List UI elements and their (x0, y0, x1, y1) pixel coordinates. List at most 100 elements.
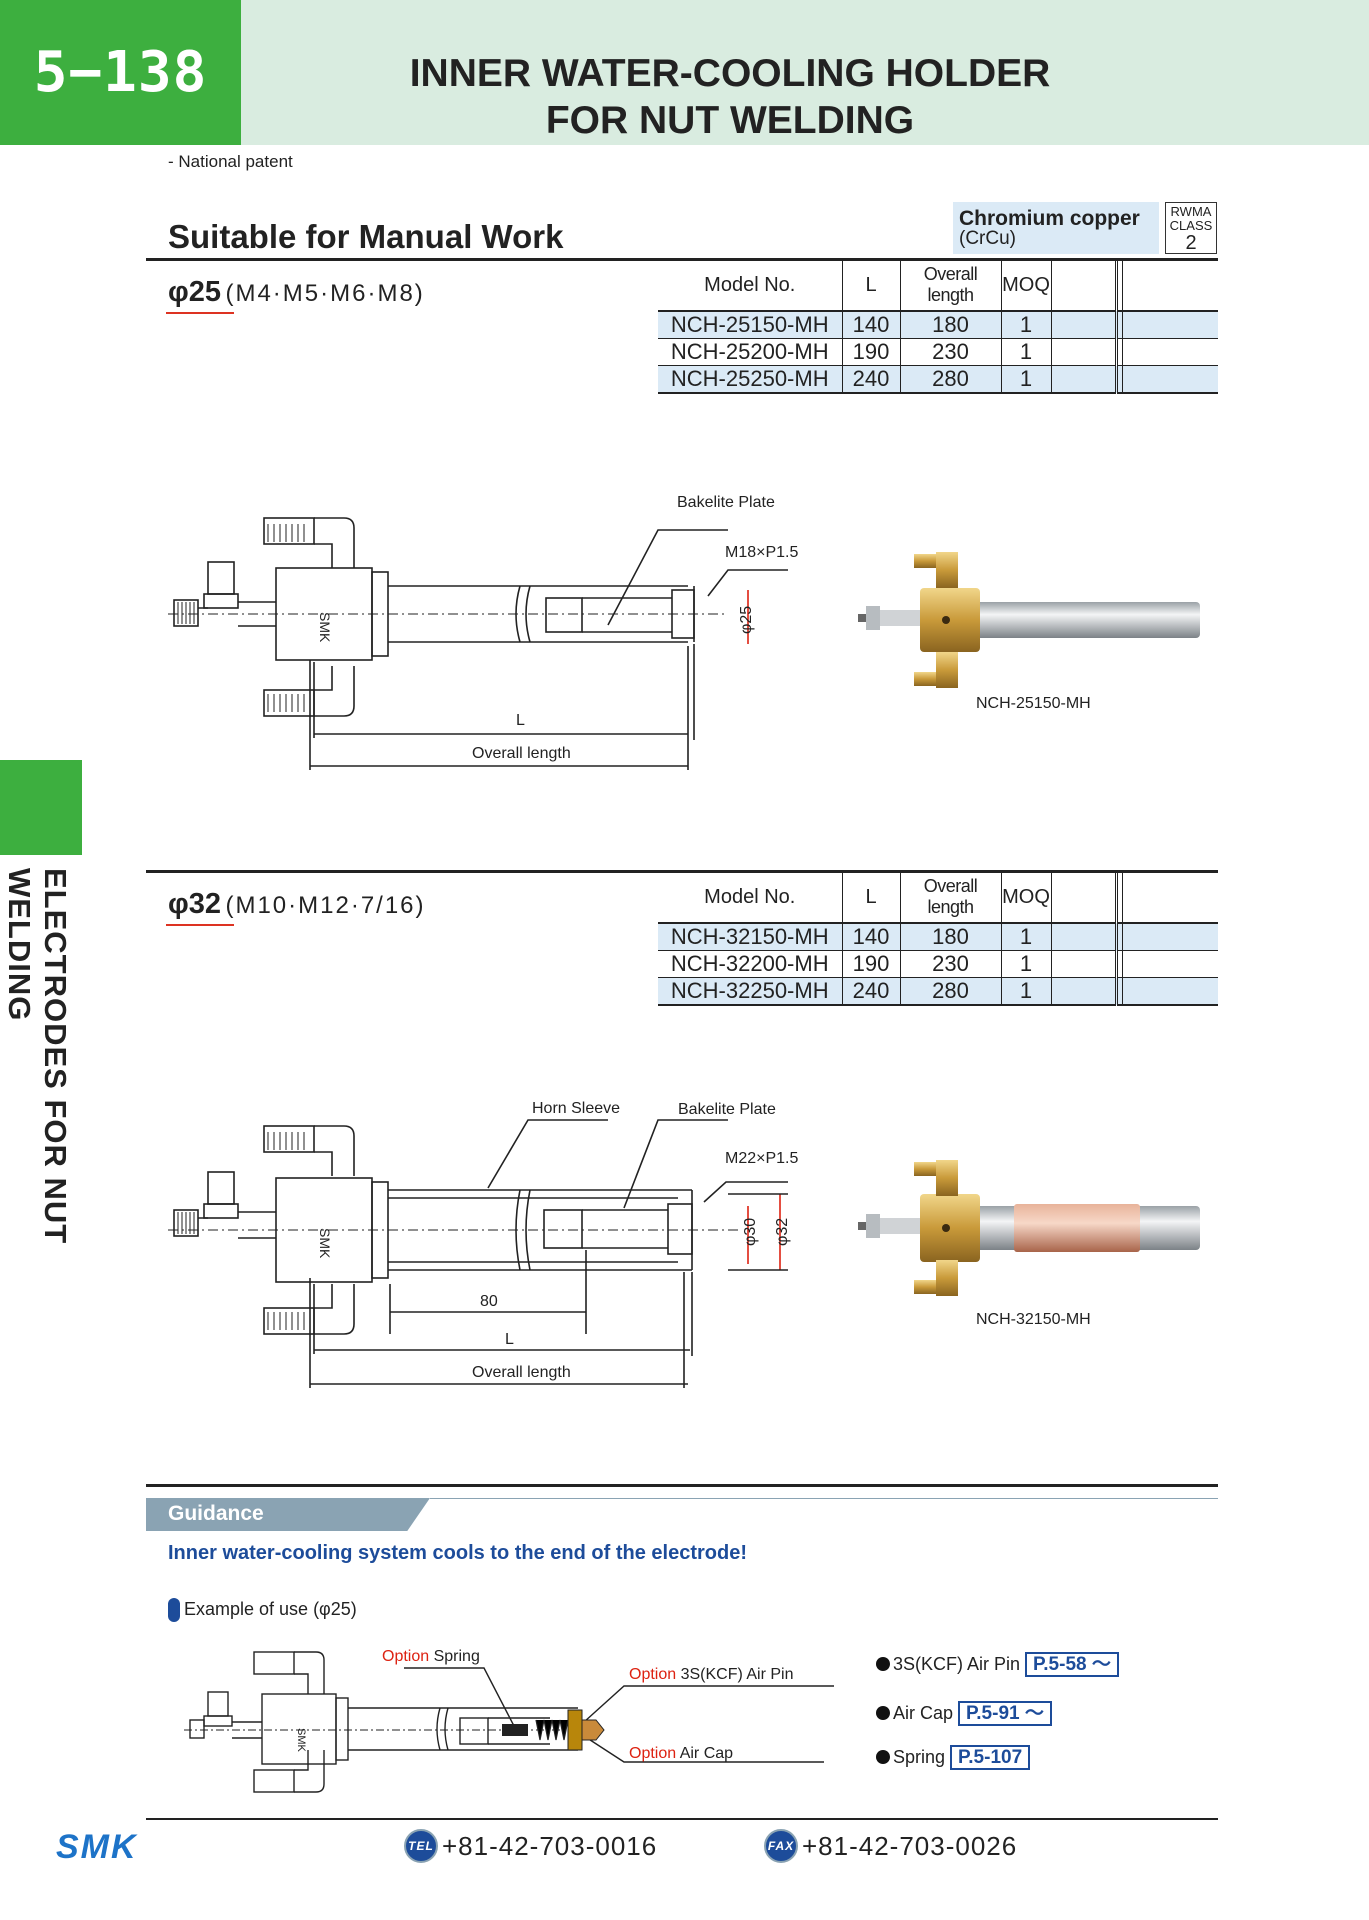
label-l-32: L (505, 1331, 514, 1348)
option-word: Option (382, 1648, 430, 1665)
moq-cell: 1 (1000, 977, 1051, 1006)
col-blank-1 (1050, 872, 1116, 924)
section-divider-3 (146, 1484, 1218, 1487)
section-divider-2 (146, 870, 1218, 873)
label-l-25: L (516, 712, 525, 729)
fax-number[interactable]: +81-42-703-0026 (802, 1830, 1018, 1861)
col-model: Model No. (658, 872, 842, 924)
guidance-headline: Inner water-cooling system cools to the … (168, 1542, 747, 1564)
guidance-label: Guidance (146, 1498, 430, 1531)
diameter-heading-25: φ25 (M4·M5·M6·M8) (168, 276, 425, 309)
blank-cell (1050, 950, 1116, 978)
reference-airpin: 3S(KCF) Air Pin P.5-58 ～ (876, 1649, 1119, 1677)
blank-cell (1114, 311, 1122, 339)
diameter-underline-32 (166, 924, 234, 926)
col-blank-2 (1114, 872, 1122, 924)
svg-text:SMK: SMK (317, 1228, 333, 1259)
reference-spring: Spring P.5-107 (876, 1745, 1031, 1770)
overall-cell: 280 (899, 977, 1001, 1006)
blank-cell (1050, 977, 1116, 1006)
blank-cell (1050, 311, 1116, 339)
col-moq: MOQ (1000, 260, 1051, 312)
page-reference-link[interactable]: P.5-91 ～ (958, 1701, 1052, 1726)
option-word: Option (629, 1745, 677, 1762)
hose-barb-top (263, 517, 315, 545)
label-diameter-30: φ30 (742, 1217, 759, 1246)
blank-cell (1121, 977, 1218, 1006)
spec-table-32: Model No. L Overall length MOQ NCH-32150… (658, 872, 1218, 1006)
svg-text:SMK: SMK (56, 1832, 138, 1860)
blank-cell (1114, 338, 1122, 366)
diameter-heading-32: φ32 (M10·M12·7/16) (168, 888, 426, 921)
photo-caption-25: NCH-25150-MH (976, 695, 1091, 712)
overall-cell: 230 (899, 338, 1001, 366)
col-l: L (841, 260, 900, 312)
svg-text:SMK: SMK (317, 612, 333, 643)
label-thread-32: M22×P1.5 (725, 1150, 799, 1167)
material-name: Chromium copper (959, 207, 1140, 230)
label-horn-sleeve: Horn Sleeve (532, 1100, 621, 1117)
overall-cell: 180 (899, 923, 1001, 951)
col-blank-1 (1050, 260, 1116, 312)
col-blank-3 (1121, 872, 1218, 924)
page-reference-link[interactable]: P.5-107 (950, 1745, 1031, 1770)
moq-cell: 1 (1000, 950, 1051, 978)
table-row: NCH-32250-MH 240 280 1 (658, 977, 1218, 1006)
col-l: L (841, 872, 900, 924)
reference-aircap: Air Cap P.5-91 ～ (876, 1698, 1052, 1726)
model-cell: NCH-32150-MH (658, 923, 842, 951)
rwma-label: RWMA (1170, 204, 1212, 219)
example-label: Example of use (φ25) (184, 1598, 357, 1619)
option-word: Option (629, 1666, 677, 1683)
label-diameter-32: φ32 (774, 1217, 791, 1246)
col-model: Model No. (658, 260, 842, 312)
label-thread-25: M18×P1.5 (725, 544, 799, 561)
moq-cell: 1 (1000, 365, 1051, 394)
fax-contact: FAX +81-42-703-0026 (764, 1829, 1017, 1863)
overall-cell: 230 (899, 950, 1001, 978)
blank-cell (1121, 950, 1218, 978)
blank-cell (1050, 923, 1116, 951)
page-title: INNER WATER-COOLING HOLDER FOR NUT WELDI… (360, 50, 1100, 144)
footer-rule (146, 1818, 1218, 1820)
blank-cell (1121, 923, 1218, 951)
overall-cell: 180 (899, 311, 1001, 339)
reference-label: Air Cap (893, 1703, 954, 1723)
bullet-icon (876, 1657, 890, 1671)
page-reference-link[interactable]: P.5-58 ～ (1025, 1652, 1119, 1677)
blank-cell (1050, 365, 1116, 394)
page-number: 5−138 (0, 0, 241, 145)
rwma-class-value: 2 (1185, 232, 1197, 254)
bullet-icon (876, 1706, 890, 1720)
section-divider (146, 258, 1218, 261)
blank-cell (1114, 923, 1122, 951)
hose-barb-bottom (263, 689, 315, 717)
patent-note: - National patent (168, 152, 293, 171)
label-diameter-25: φ25 (738, 605, 755, 634)
bullet-icon (876, 1750, 890, 1764)
example-marker-icon (168, 1598, 180, 1622)
table-header-row: Model No. L Overall length MOQ (658, 872, 1218, 924)
side-tab-label: ELECTRODES FOR NUT WELDING (2, 868, 73, 1245)
phone-number[interactable]: +81-42-703-0016 (442, 1830, 658, 1861)
moq-cell: 1 (1000, 338, 1051, 366)
option-aircap-text: Air Cap (676, 1745, 734, 1762)
example-heading: Example of use (φ25) (168, 1598, 357, 1622)
thread-list-32: (M10·M12·7/16) (225, 892, 426, 919)
overall-cell: 280 (899, 365, 1001, 394)
label-dim-80: 80 (480, 1293, 498, 1310)
l-cell: 140 (841, 923, 900, 951)
usage-drawing: SMK (184, 1651, 834, 1793)
diameter-25: φ25 (168, 276, 222, 308)
table-row: NCH-25200-MH 190 230 1 (658, 338, 1218, 366)
blank-cell (1114, 950, 1122, 978)
product-photo-25 (858, 552, 1200, 688)
svg-text:SMK: SMK (295, 1728, 307, 1753)
l-cell: 140 (841, 311, 900, 339)
label-overall-length-25: Overall length (472, 745, 571, 762)
reference-label: Spring (893, 1747, 946, 1767)
spec-table-25: Model No. L Overall length MOQ NCH-25150… (658, 260, 1218, 394)
material-code: (CrCu) (959, 228, 1016, 249)
product-photo-32 (858, 1160, 1200, 1296)
table-row: NCH-32150-MH 140 180 1 (658, 923, 1218, 951)
